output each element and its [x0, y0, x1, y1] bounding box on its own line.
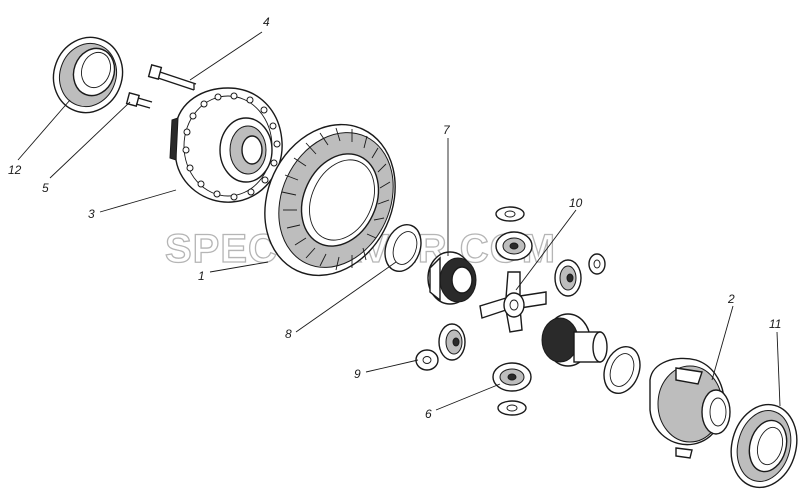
- leader-8: [295, 261, 397, 333]
- part-washer-bottom: [497, 400, 527, 416]
- part-1-ring-gear: [264, 123, 396, 277]
- callout-8: 8: [285, 327, 292, 341]
- callout-2: 2: [727, 292, 735, 306]
- leader-3: [99, 189, 177, 213]
- part-4-bolt: [147, 64, 197, 91]
- callout-10: 10: [569, 196, 583, 210]
- part-8-thrust-washer: [384, 224, 422, 272]
- callout-1: 1: [198, 269, 205, 283]
- part-washer-top: [495, 206, 525, 222]
- part-7-side-gear: [427, 251, 477, 305]
- part-thrust-washer-right: [603, 346, 641, 394]
- part-side-gear-right: [541, 313, 608, 367]
- callout-labels: 12 5 3 4 1 8 7 10 9 6 2 11: [8, 15, 781, 421]
- leader-2: [711, 305, 734, 381]
- part-pinion-left: [438, 323, 466, 361]
- part-pinion-top: [495, 231, 533, 261]
- callout-12: 12: [8, 163, 22, 177]
- leader-10: [515, 209, 577, 291]
- leader-6: [435, 383, 501, 411]
- callout-11: 11: [769, 317, 781, 331]
- leader-lines: [17, 31, 781, 411]
- callout-7: 7: [443, 123, 451, 137]
- leader-5: [49, 101, 131, 179]
- part-11-bearing: [730, 403, 798, 489]
- leader-1: [209, 261, 269, 273]
- leader-12: [17, 99, 71, 161]
- part-3-case-flange: [169, 87, 283, 203]
- callout-6: 6: [425, 407, 432, 421]
- callout-4: 4: [263, 15, 270, 29]
- callout-3: 3: [88, 207, 95, 221]
- part-6-pinion: [492, 362, 532, 392]
- callout-5: 5: [42, 181, 49, 195]
- part-washer-right: [588, 253, 606, 275]
- leader-11: [776, 331, 781, 407]
- part-12-bearing: [52, 36, 124, 114]
- part-2-case-half: [649, 357, 731, 459]
- ring-gear-teeth: [281, 127, 391, 271]
- callout-9: 9: [354, 367, 361, 381]
- leader-9: [365, 359, 419, 373]
- part-9-washer: [415, 349, 439, 371]
- part-5-bolt: [125, 92, 153, 109]
- part-pinion-right: [554, 259, 582, 297]
- part-10-spider: [479, 271, 547, 333]
- leader-4: [189, 31, 263, 81]
